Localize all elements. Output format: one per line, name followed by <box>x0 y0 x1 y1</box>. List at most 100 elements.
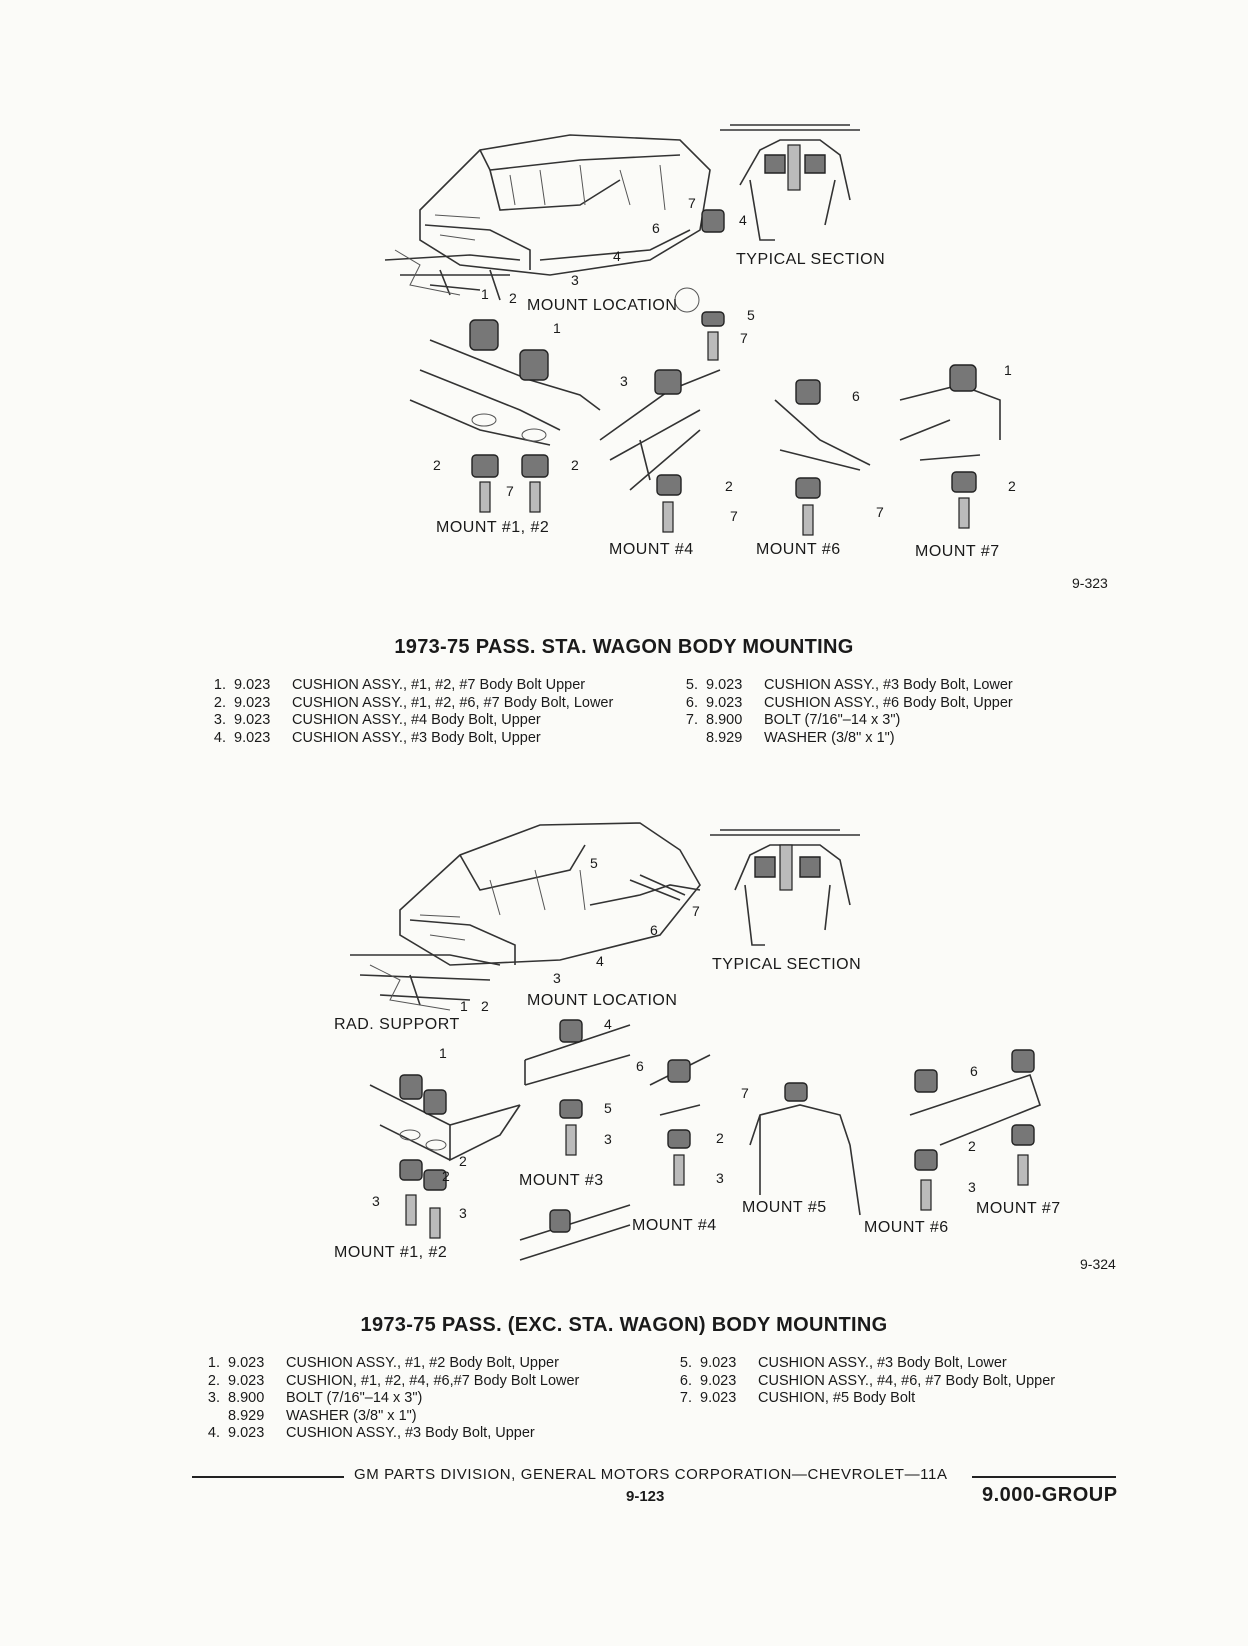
mount-location-label: MOUNT LOCATION <box>527 992 678 1009</box>
mount-4-label: MOUNT #4 <box>609 541 694 558</box>
part-description: WASHER (3/8" x 1") <box>286 1407 417 1424</box>
item-number: 4. <box>213 729 226 746</box>
parts-list-item: 8.929 WASHER (3/8" x 1") <box>196 1408 579 1426</box>
wagon-body-drawing <box>384 134 711 301</box>
callout-6: 6 <box>636 1058 644 1074</box>
callout-2: 2 <box>459 1153 467 1169</box>
mount-6-label: MOUNT #6 <box>756 541 841 558</box>
item-number: 3. <box>213 712 226 728</box>
callout-1: 1 <box>553 320 561 336</box>
item-number: 7. <box>685 712 698 728</box>
part-number: 8.929 <box>706 729 743 746</box>
callout-3: 3 <box>620 373 628 389</box>
callout-3: 3 <box>968 1179 976 1195</box>
part-number: 9.023 <box>228 1372 265 1389</box>
callout-3: 3 <box>571 272 579 288</box>
sedan-body-mounting-diagram <box>340 815 1080 1280</box>
typical-section-drawing <box>710 829 860 946</box>
callout-7: 7 <box>688 195 696 211</box>
part-description: CUSHION ASSY., #3 Body Bolt, Upper <box>292 729 541 746</box>
part-description: BOLT (7/16"–14 x 3") <box>764 712 901 728</box>
mount-6-7-drawing <box>909 1049 1041 1211</box>
callout-2: 2 <box>1008 478 1016 494</box>
callout-2: 2 <box>725 478 733 494</box>
parts-list-item: 8.929 WASHER (3/8" x 1") <box>674 730 1013 748</box>
callout-1: 1 <box>439 1045 447 1061</box>
part-description: CUSHION ASSY., #6 Body Bolt, Upper <box>764 694 1013 711</box>
rad-support-label: RAD. SUPPORT <box>334 1016 460 1033</box>
callout-6: 6 <box>970 1063 978 1079</box>
parts-list-item: 3. 9.023 CUSHION ASSY., #4 Body Bolt, Uppe… <box>202 712 613 730</box>
part-number: 9.023 <box>700 1372 737 1389</box>
callout-2: 2 <box>509 290 517 306</box>
part-number: 8.900 <box>706 712 743 728</box>
callout-6: 6 <box>650 922 658 938</box>
item-number: 1. <box>207 1355 220 1371</box>
callout-7: 7 <box>740 330 748 346</box>
part-description: CUSHION ASSY., #4 Body Bolt, Upper <box>292 712 541 728</box>
part-description: CUSHION ASSY., #3 Body Bolt, Upper <box>286 1425 535 1441</box>
callout-2: 2 <box>716 1130 724 1146</box>
footer-rule-right <box>972 1476 1116 1478</box>
callout-5: 5 <box>747 307 755 323</box>
callout-7: 7 <box>506 483 514 499</box>
item-number <box>674 730 706 748</box>
callout-3: 3 <box>372 1193 380 1209</box>
mount-1-2-drawing <box>409 319 601 513</box>
item-number: 4. <box>207 1425 220 1441</box>
mount-4-drawing <box>599 369 721 533</box>
mount-location-label: MOUNT LOCATION <box>527 297 678 314</box>
part-number: 9.023 <box>700 1390 737 1406</box>
parts-list-item: 7. 8.900 BOLT (7/16"–14 x 3") <box>674 712 1013 730</box>
part-description: BOLT (7/16"–14 x 3") <box>286 1390 423 1406</box>
item-number: 3. <box>207 1390 220 1406</box>
mount-6-label: MOUNT #6 <box>864 1219 949 1236</box>
mount-3-drawing <box>524 1019 631 1156</box>
callout-1: 1 <box>481 286 489 302</box>
part-description: CUSHION ASSY., #1, #2 Body Bolt, Upper <box>286 1355 559 1371</box>
sedan-body-drawing <box>350 822 701 1011</box>
part-number: 9.023 <box>228 1425 265 1441</box>
parts-list-left: 1. 9.023 CUSHION ASSY., #1, #2 Body Bolt, … <box>196 1355 579 1443</box>
item-number: 2. <box>207 1372 220 1389</box>
callout-3: 3 <box>459 1205 467 1221</box>
part-description: CUSHION, #1, #2, #4, #6,#7 Body Bolt Low… <box>286 1372 580 1389</box>
mount-7-label: MOUNT #7 <box>976 1200 1061 1217</box>
part-description: WASHER (3/8" x 1") <box>764 729 895 746</box>
part-number: 9.023 <box>234 694 271 711</box>
callout-4: 4 <box>739 212 747 228</box>
part-number: 9.023 <box>700 1355 737 1371</box>
mount-1-2-label: MOUNT #1, #2 <box>436 519 550 536</box>
part-number: 9.023 <box>234 712 271 728</box>
callout-1: 1 <box>1004 362 1012 378</box>
part-description: CUSHION ASSY., #1, #2, #6, #7 Body Bolt,… <box>292 694 614 711</box>
typical-section-label: TYPICAL SECTION <box>736 251 886 268</box>
mount-6-drawing <box>774 379 871 536</box>
callout-2: 2 <box>571 457 579 473</box>
mount-5-label: MOUNT #5 <box>742 1199 827 1216</box>
mount-1-2-label: MOUNT #1, #2 <box>334 1244 448 1261</box>
part-description: CUSHION ASSY., #4, #6, #7 Body Bolt, Upp… <box>758 1372 1056 1389</box>
item-number: 5. <box>679 1355 692 1371</box>
parts-list-item: 2. 9.023 CUSHION ASSY., #1, #2, #6, #7 Bod… <box>202 695 613 713</box>
callout-2: 2 <box>442 1168 450 1184</box>
mount-5-drawing <box>749 1082 861 1216</box>
section-title: 1973-75 PASS. (EXC. STA. WAGON) BODY MOU… <box>360 1314 888 1336</box>
callout-4: 4 <box>596 953 604 969</box>
item-number: 2. <box>213 694 226 711</box>
callout-2: 2 <box>968 1138 976 1154</box>
item-number <box>196 1408 228 1426</box>
footer-publisher: GM PARTS DIVISION, GENERAL MOTORS CORPOR… <box>354 1466 948 1483</box>
typical-section-drawing <box>720 124 860 241</box>
callout-5: 5 <box>590 855 598 871</box>
part-number: 8.929 <box>228 1407 265 1424</box>
